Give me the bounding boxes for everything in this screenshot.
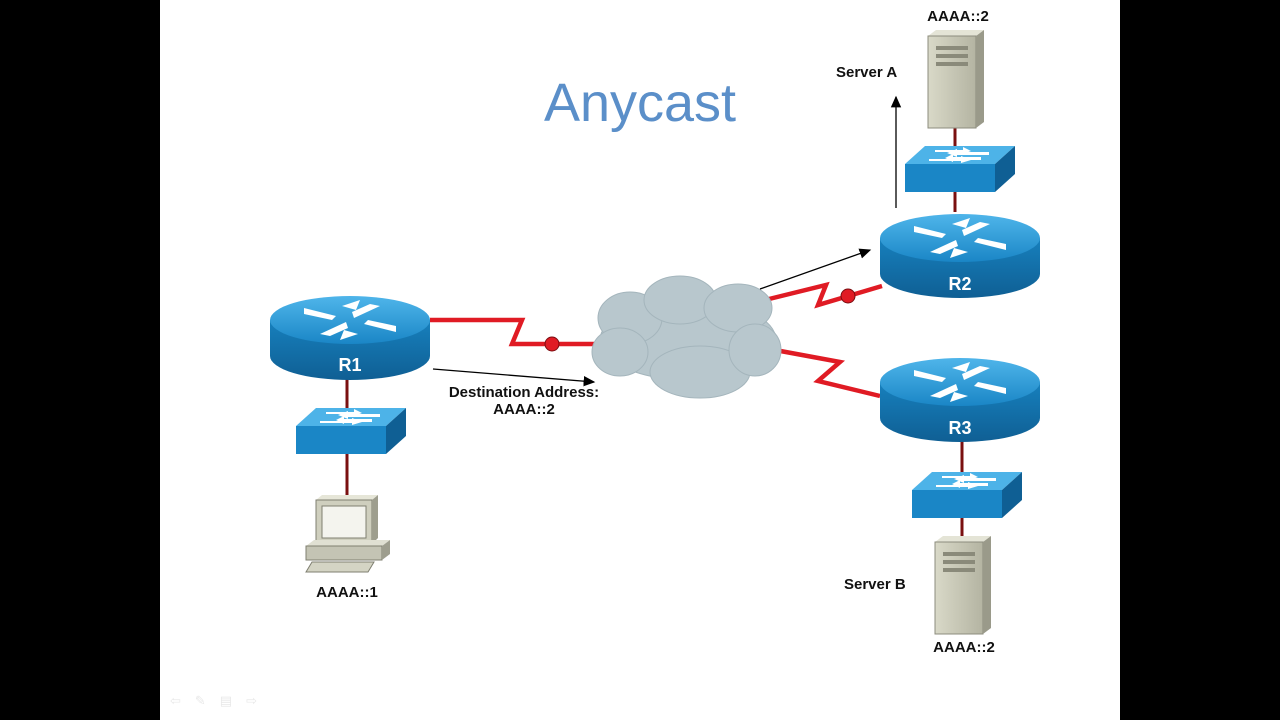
server-b-label: Server B	[844, 576, 906, 593]
server-b-address: AAAA::2	[933, 639, 995, 656]
server-a-label: Server A	[836, 64, 898, 81]
router-r3[interactable]: R3	[880, 358, 1040, 442]
arrow-icon	[432, 95, 902, 387]
pc-address: AAAA::1	[316, 584, 378, 601]
switch-icon[interactable]	[905, 146, 1015, 192]
pc-icon[interactable]	[305, 495, 390, 573]
switch-icon[interactable]	[912, 472, 1022, 518]
slide-controls[interactable]: ⇦✎▤⇨	[170, 694, 271, 709]
router-r1[interactable]: R1	[270, 296, 430, 380]
router-r3-label: R3	[948, 418, 971, 438]
switch-icon[interactable]	[296, 408, 406, 454]
cloud-icon	[591, 275, 782, 399]
server-a-icon[interactable]	[927, 29, 985, 129]
link-endpoint-r1	[544, 336, 560, 352]
server-a-address: AAAA::2	[927, 8, 989, 25]
destination-address: AAAA::2	[493, 401, 555, 418]
destination-label-line1: Destination Address:	[448, 384, 600, 401]
router-r2-label: R2	[948, 274, 971, 294]
router-r2[interactable]: R2	[880, 214, 1040, 298]
router-r1-label: R1	[338, 355, 361, 375]
slide-title: Anycast	[543, 73, 737, 133]
server-b-icon[interactable]	[934, 535, 992, 635]
destination-label: Destination Address: AAAA::2	[434, 384, 614, 418]
link-endpoint-r2	[840, 288, 856, 304]
